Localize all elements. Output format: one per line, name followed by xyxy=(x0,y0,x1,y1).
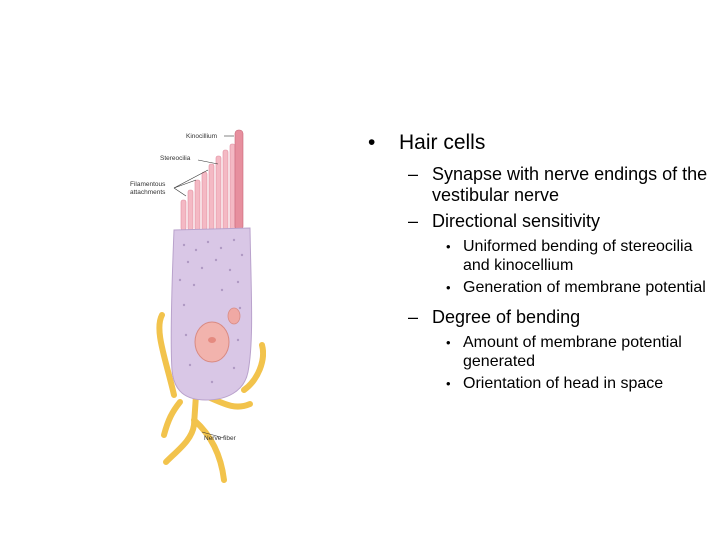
sub-sub-bullet: • Amount of membrane potential generated xyxy=(368,333,708,371)
sub-sub-bullet-text: Amount of membrane potential generated xyxy=(463,334,682,370)
kinocilium-label: Kinocillium xyxy=(186,133,217,140)
hair-cell-illustration: Kinocillium Stereocilia Filamentous atta… xyxy=(126,120,266,485)
sub-bullet-text: Synapse with nerve endings of the vestib… xyxy=(432,164,708,205)
small-bullet-marker: • xyxy=(446,280,451,295)
bullet-list: • Hair cells – Synapse with nerve ending… xyxy=(368,130,708,396)
dash-marker: – xyxy=(408,307,419,327)
nerve-fiber-label: Nerve fiber xyxy=(204,435,237,442)
stereocilia-shape xyxy=(180,143,236,231)
sub-sub-bullet: • Orientation of head in space xyxy=(368,374,708,393)
sub-bullet-degree: – Degree of bending xyxy=(368,307,708,328)
granules-shape xyxy=(178,238,244,384)
bullet-marker: • xyxy=(368,131,376,154)
small-bullet-marker: • xyxy=(446,376,451,391)
sub-sub-bullet-text: Orientation of head in space xyxy=(463,375,664,392)
nucleolus-shape xyxy=(208,337,216,343)
bullet-main: • Hair cells xyxy=(368,130,708,156)
sub-sub-bullet-text: Uniformed bending of stereocilia and kin… xyxy=(463,238,693,274)
dash-marker: – xyxy=(408,164,419,184)
stereocilia-label: Stereocilia xyxy=(160,155,191,162)
sub-sub-bullet-text: Generation of membrane potential xyxy=(463,279,706,296)
kinocilium-shape xyxy=(234,129,244,231)
dash-marker: – xyxy=(408,211,419,231)
label-lines-shape xyxy=(173,135,234,439)
hair-cell-diagram: Kinocillium Stereocilia Filamentous atta… xyxy=(126,120,266,485)
mitochondrion-shape xyxy=(227,307,241,325)
cell-body-shape xyxy=(170,227,253,401)
sub-bullet-directional: – Directional sensitivity xyxy=(368,211,708,232)
sub-bullet-text: Degree of bending xyxy=(432,307,581,327)
sub-bullet-synapse: – Synapse with nerve endings of the vest… xyxy=(368,164,708,206)
small-bullet-marker: • xyxy=(446,335,451,350)
nerve-fiber-shape xyxy=(156,312,266,483)
sub-bullet-text: Directional sensitivity xyxy=(432,211,601,231)
filamentous-label: Filamentous xyxy=(130,181,166,188)
bullet-title: Hair cells xyxy=(399,131,486,154)
attachments-label: attachments xyxy=(130,189,166,196)
sub-sub-bullet: • Generation of membrane potential xyxy=(368,278,708,297)
sub-sub-bullet: • Uniformed bending of stereocilia and k… xyxy=(368,237,708,275)
small-bullet-marker: • xyxy=(446,239,451,254)
